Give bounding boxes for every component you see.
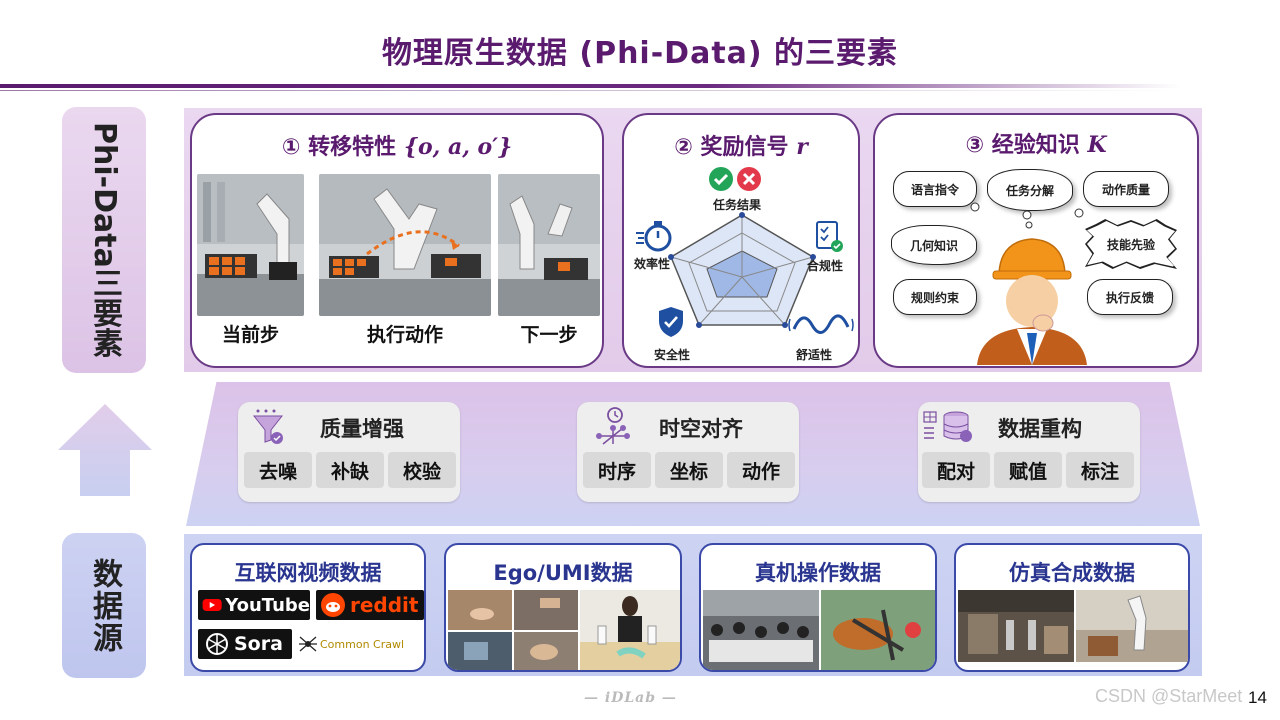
success-fail-icons (709, 167, 761, 191)
spatiotemporal-align-title: 时空对齐 (659, 417, 743, 441)
chip-fill-missing: 补缺 (316, 452, 384, 488)
comfort-wave-icon (788, 314, 854, 334)
next-step-photo (498, 174, 600, 316)
chip-action: 动作 (727, 452, 795, 488)
quality-enhance-title: 质量增强 (320, 417, 404, 441)
csdn-watermark: CSDN @StarMeet (1095, 686, 1243, 706)
ego-umi-source: Ego/UMI数据 (444, 543, 682, 672)
spider-icon (299, 636, 317, 652)
chip-annotate: 标注 (1066, 452, 1134, 488)
sora-logo: Sora (198, 629, 292, 659)
chip-denoise: 去噪 (244, 452, 312, 488)
chip-assign: 赋值 (994, 452, 1062, 488)
ego-umi-photos (448, 590, 680, 670)
thought-dot-icon-2 (1074, 208, 1084, 218)
thought-dot-icon (970, 202, 980, 212)
axis-comfort: 舒适性 (796, 348, 833, 362)
bubble-geometry-knowledge: 几何知识 (891, 225, 977, 265)
transfer-num: ① (281, 135, 301, 160)
youtube-text: YouTube (225, 594, 310, 616)
knowledge-num: ③ (965, 133, 985, 158)
radar-chart (668, 212, 816, 328)
openai-knot-icon (206, 633, 228, 655)
axis-safety: 安全性 (654, 348, 691, 362)
title-divider-thin (0, 90, 1180, 91)
simulation-title: 仿真合成数据 (1009, 561, 1135, 585)
chip-verify: 校验 (388, 452, 456, 488)
page-title: 物理原生数据 (Phi-Data) 的三要素 (381, 36, 899, 71)
chip-pairing: 配对 (922, 452, 990, 488)
real-robot-title: 真机操作数据 (755, 561, 881, 585)
data-restructure-box: 数据重构 配对 赋值 标注 (918, 402, 1140, 502)
bubble-skill-prior: 技能先验 (1087, 221, 1175, 267)
caption-next-step: 下一步 (520, 324, 578, 346)
reward-card-title: ② 奖励信号 r (624, 129, 858, 161)
reward-math: r (796, 134, 808, 160)
bubble-task-decomposition: 任务分解 (987, 169, 1073, 211)
youtube-logo: YouTube (198, 590, 310, 620)
internet-video-source: 互联网视频数据 YouTube reddit Sora Common Crawl (190, 543, 426, 672)
stopwatch-icon (636, 221, 672, 252)
funnel-icon (252, 409, 284, 444)
knowledge-math: K (1087, 132, 1107, 158)
chip-coordinate: 坐标 (655, 452, 723, 488)
common-crawl-text: Common Crawl (320, 637, 405, 651)
phi-data-elements-text: Phi-Data三要素 (87, 122, 122, 358)
knowledge-label: 经验知识 (991, 133, 1080, 158)
bubble-execution-feedback: 执行反馈 (1087, 279, 1173, 315)
current-step-photo (197, 174, 304, 316)
reward-num: ② (674, 135, 693, 160)
knowledge-card: ③ 经验知识 K 语言指令 任务分解 动作质量 几何知识 技能先验 规则约束 执… (873, 113, 1199, 368)
phi-data-elements-label: Phi-Data三要素 (62, 107, 146, 373)
common-crawl-logo: Common Crawl (298, 629, 424, 659)
reward-card: ② 奖励信号 r 任务结果 效率性 合规性 安全性 (622, 113, 860, 368)
reward-label: 奖励信号 (700, 135, 789, 160)
execute-action-photo (319, 174, 491, 316)
chip-timing: 时序 (583, 452, 651, 488)
engineer-thinking-icon (977, 211, 1087, 365)
real-robot-photos (703, 590, 935, 670)
title-divider (0, 84, 1180, 88)
transfer-label: 转移特性 (308, 135, 397, 160)
ego-umi-title: Ego/UMI数据 (493, 561, 633, 585)
data-source-text: 数据源 (87, 557, 122, 654)
up-arrow-icon (58, 404, 152, 496)
bubble-rule-constraint: 规则约束 (893, 279, 977, 315)
quality-enhance-box: 质量增强 去噪 补缺 校验 (238, 402, 460, 502)
bubble-language-instruction: 语言指令 (893, 171, 977, 207)
axis-compliance: 合规性 (807, 259, 844, 273)
database-icon (923, 411, 972, 442)
caption-execute-action: 执行动作 (366, 324, 443, 346)
knowledge-card-title: ③ 经验知识 K (875, 127, 1197, 159)
axis-efficiency: 效率性 (634, 257, 671, 271)
lab-footer-mark: — iDLab — (584, 690, 677, 706)
transfer-card-title: ① 转移特性 {o, a, o′} (192, 129, 602, 161)
reddit-alien-icon (321, 593, 345, 617)
simulation-photos (958, 590, 1188, 662)
internet-video-title: 互联网视频数据 (234, 561, 382, 585)
caption-current-step: 当前步 (221, 324, 279, 346)
bubble-action-quality: 动作质量 (1083, 171, 1169, 207)
youtube-play-icon (202, 599, 222, 611)
simulation-source: 仿真合成数据 (954, 543, 1190, 672)
transfer-card: ① 转移特性 {o, a, o′} (190, 113, 604, 368)
data-source-label: 数据源 (62, 533, 146, 678)
shield-icon (659, 307, 683, 337)
sora-text: Sora (234, 633, 283, 655)
axis-task-result: 任务结果 (713, 198, 762, 212)
transfer-math: {o, a, o′} (403, 134, 513, 160)
clock-axes-icon (596, 407, 630, 445)
page-number: 14 (1248, 688, 1267, 707)
data-restructure-title: 数据重构 (998, 417, 1082, 441)
checklist-icon (816, 221, 843, 252)
real-robot-source: 真机操作数据 (699, 543, 937, 672)
reddit-logo: reddit (316, 590, 424, 620)
reddit-text: reddit (350, 593, 419, 617)
spatiotemporal-align-box: 时空对齐 时序 坐标 动作 (577, 402, 799, 502)
